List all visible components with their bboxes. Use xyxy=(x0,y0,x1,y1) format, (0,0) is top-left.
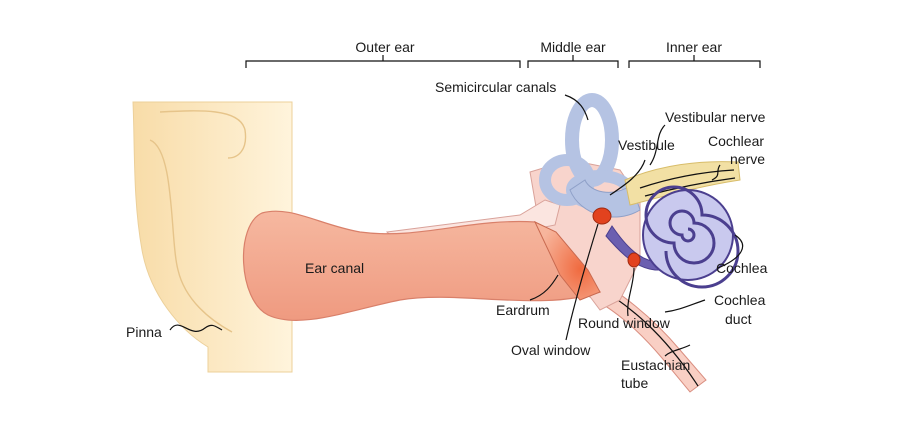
cochlea-duct-label-2: duct xyxy=(725,311,752,327)
round-window-label: Round window xyxy=(578,315,671,331)
round-window xyxy=(627,252,641,268)
ear-canal xyxy=(243,210,602,321)
leader-cochlea-duct xyxy=(664,299,706,313)
vestibular-nerve-label: Vestibular nerve xyxy=(665,109,766,125)
leader-eustachian xyxy=(664,344,691,357)
eustachian-tube-label-2: tube xyxy=(621,375,648,391)
semicircular-canals-label: Semicircular canals xyxy=(435,79,556,95)
eustachian-tube-label-1: Eustachian xyxy=(621,357,690,373)
pinna xyxy=(132,101,293,373)
leader-vestibular-nerve xyxy=(649,124,666,166)
leader-semicircular xyxy=(564,94,589,121)
middle-ear-bracket xyxy=(527,55,619,68)
leader-pinna xyxy=(169,324,223,332)
eardrum-label: Eardrum xyxy=(496,302,550,318)
middle-ear-label: Middle ear xyxy=(540,39,606,55)
cochlea-label: Cochlea xyxy=(716,260,768,276)
pinna-fold xyxy=(149,110,247,333)
pinna-label: Pinna xyxy=(126,324,162,340)
leader-vestibule xyxy=(609,159,646,196)
oval-window xyxy=(592,207,612,225)
ear-canal-label: Ear canal xyxy=(305,260,364,276)
vestibule-label: Vestibule xyxy=(618,137,675,153)
leader-eardrum xyxy=(529,274,559,301)
cochlea-duct-label-1: Cochlea xyxy=(714,292,766,308)
cochlea xyxy=(642,185,740,289)
cochlear-nerve-label-1: Cochlear xyxy=(708,133,764,149)
inner-ear-bracket xyxy=(628,55,761,68)
outer-ear-label: Outer ear xyxy=(355,39,414,55)
leader-round-window xyxy=(627,267,635,317)
inner-ear-label: Inner ear xyxy=(666,39,722,55)
cochlear-nerve-label-2: nerve xyxy=(730,151,765,167)
oval-window-label: Oval window xyxy=(511,342,591,358)
semicircular-canals xyxy=(539,93,641,218)
leader-cochlear-nerve xyxy=(711,164,721,181)
outer-ear-bracket xyxy=(245,55,521,68)
leader-cochlea xyxy=(717,234,744,269)
eardrum xyxy=(533,220,601,301)
leader-oval-window xyxy=(565,223,599,341)
